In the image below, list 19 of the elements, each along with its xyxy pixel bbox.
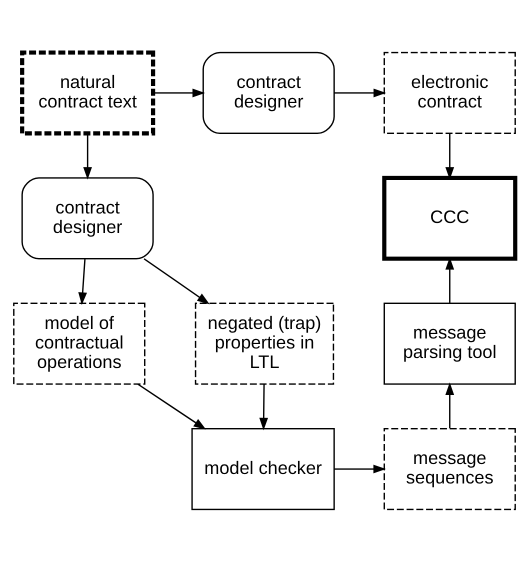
arrow xyxy=(334,464,386,473)
node-box: model of contractual operations xyxy=(13,302,146,384)
arrow xyxy=(153,88,206,97)
node-box: negated (trap) properties in LTL xyxy=(194,302,334,384)
node-box: model checker xyxy=(191,427,335,510)
node-box: message sequences xyxy=(384,427,516,510)
arrow xyxy=(259,384,268,430)
node-box: contract designer xyxy=(202,51,335,134)
arrow xyxy=(138,383,206,430)
arrow xyxy=(334,88,386,97)
node-box: CCC xyxy=(382,175,518,260)
arrow xyxy=(78,258,88,304)
node-box: contract designer xyxy=(21,176,154,259)
arrow xyxy=(144,258,210,304)
arrow xyxy=(83,133,92,180)
node-box: electronic contract xyxy=(384,51,516,134)
arrow xyxy=(445,382,454,428)
node-box: message parsing tool xyxy=(384,302,516,384)
node-box: natural contract text xyxy=(20,50,156,135)
